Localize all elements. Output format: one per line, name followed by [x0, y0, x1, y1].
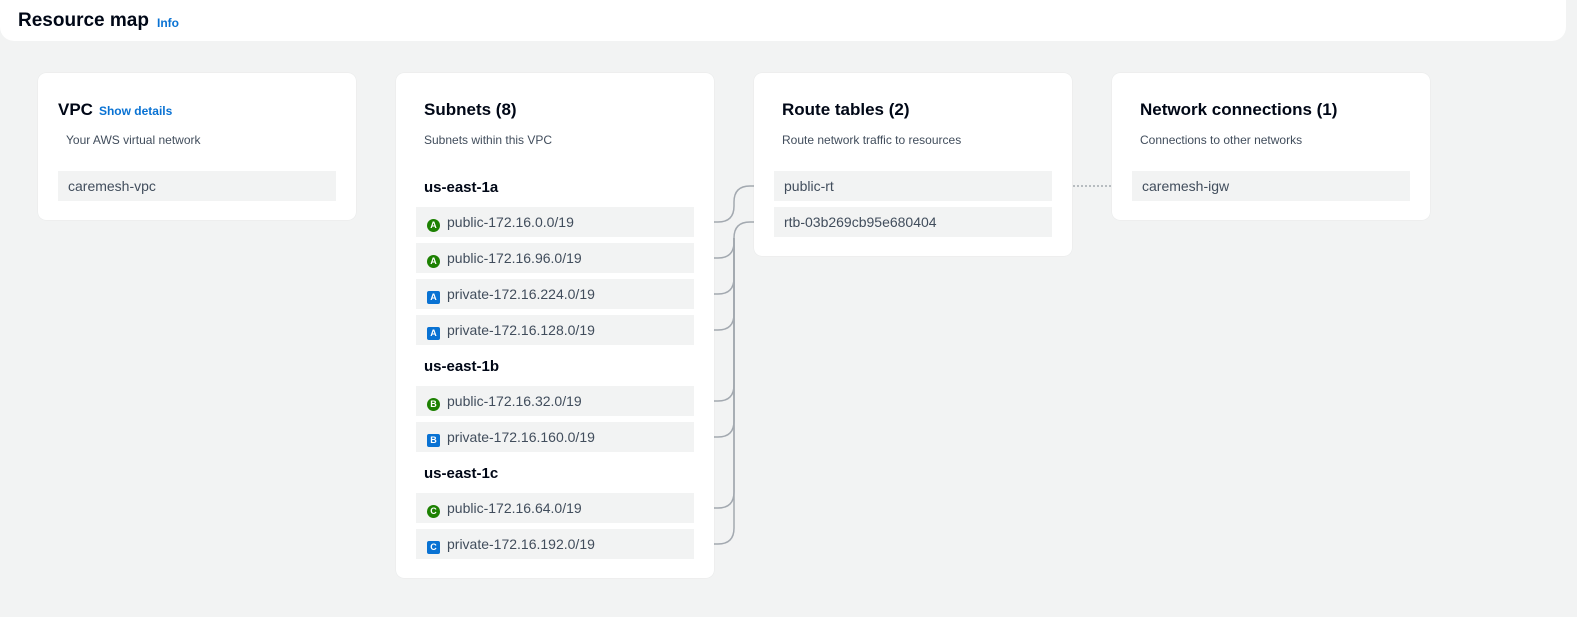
show-details-link[interactable]: Show details [98, 104, 173, 118]
subnet-label: private-172.16.192.0/19 [447, 536, 595, 552]
subnets-card: Subnets (8) Subnets within this VPC us-e… [396, 73, 714, 578]
route-tables-card: Route tables (2) Route network traffic t… [754, 73, 1072, 256]
private-subnet-icon: A [427, 327, 440, 340]
public-subnet-icon: A [427, 255, 440, 268]
subnet-label: public-172.16.0.0/19 [447, 214, 574, 230]
page-title: Resource map [18, 10, 149, 31]
route-table-label: public-rt [784, 178, 834, 194]
vpc-item[interactable]: caremesh-vpc [58, 171, 336, 201]
public-subnet-icon: B [427, 398, 440, 411]
subnet-label: public-172.16.96.0/19 [447, 250, 582, 266]
network-connection-item[interactable]: caremesh-igw [1132, 171, 1410, 201]
az-heading: us-east-1a [424, 179, 499, 196]
network-connections-title: Network connections (1) [1140, 100, 1338, 119]
az-heading: us-east-1b [424, 358, 500, 375]
network-connections-subtitle: Connections to other networks [1140, 133, 1303, 147]
private-subnet-icon: B [427, 434, 440, 447]
vpc-item-label: caremesh-vpc [68, 178, 156, 194]
route-table-item[interactable]: rtb-03b269cb95e680404 [774, 207, 1052, 237]
subnet-label: private-172.16.128.0/19 [447, 322, 595, 338]
vpc-card-title: VPC Show details [58, 100, 172, 120]
route-table-label: rtb-03b269cb95e680404 [784, 214, 937, 230]
subnets-subtitle: Subnets within this VPC [424, 133, 553, 147]
subnet-label: public-172.16.64.0/19 [447, 500, 582, 516]
resource-map-header: Resource map Info [0, 0, 1566, 41]
info-link[interactable]: Info [157, 16, 179, 30]
vpc-card: VPC Show details Your AWS virtual network… [38, 73, 356, 220]
subnet-label: private-172.16.224.0/19 [447, 286, 595, 302]
public-subnet-icon: C [427, 505, 440, 518]
az-heading: us-east-1c [424, 465, 499, 482]
vpc-title: VPC [58, 100, 93, 119]
vpc-subtitle: Your AWS virtual network [66, 133, 201, 147]
network-connection-label: caremesh-igw [1142, 178, 1230, 194]
route-tables-title: Route tables (2) [782, 100, 910, 119]
private-subnet-icon: C [427, 541, 440, 554]
route-table-item[interactable]: public-rt [774, 171, 1052, 201]
subnet-label: private-172.16.160.0/19 [447, 429, 595, 445]
network-connections-card: Network connections (1) Connections to o… [1112, 73, 1430, 220]
subnets-title: Subnets (8) [424, 100, 517, 119]
subnet-label: public-172.16.32.0/19 [447, 393, 582, 409]
public-subnet-icon: A [427, 219, 440, 232]
private-subnet-icon: A [427, 291, 440, 304]
route-tables-subtitle: Route network traffic to resources [782, 133, 962, 147]
